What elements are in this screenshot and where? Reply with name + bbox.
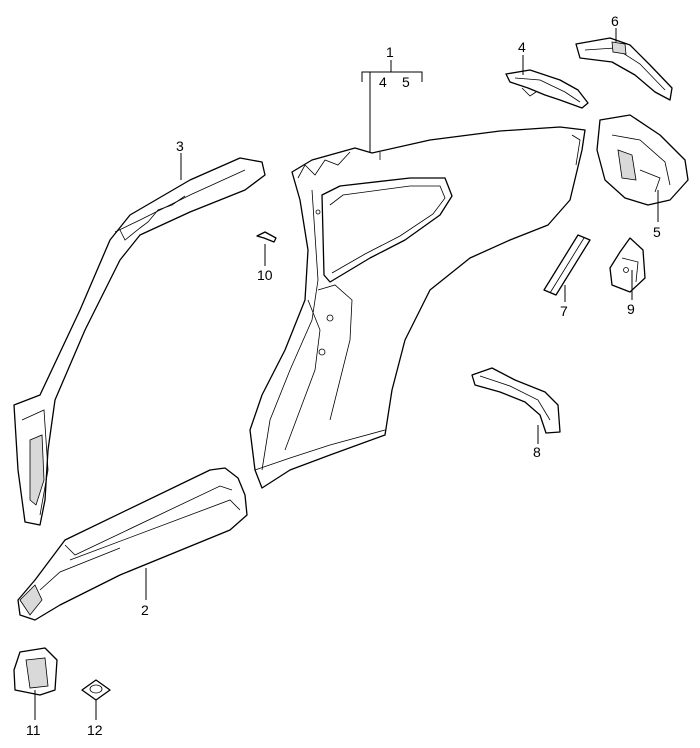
part-9-small-bracket	[609, 237, 646, 293]
callout-4: 4	[518, 39, 526, 55]
callout-labels: 1 4 5 2 3 4 5 6 7 8 9 10 11 12	[26, 13, 661, 738]
part-6-upper-rail	[575, 37, 673, 101]
part-11-cover-plate	[13, 647, 58, 696]
part-12-nut	[81, 679, 111, 701]
callout-9: 9	[627, 301, 635, 317]
part-3-a-pillar	[13, 157, 266, 526]
callout-11: 11	[26, 722, 41, 738]
callout-1: 1	[386, 44, 394, 60]
callout-3: 3	[176, 138, 184, 154]
part-10-clip	[256, 231, 277, 243]
callout-8: 8	[533, 444, 541, 460]
part-8-wheelarch	[471, 367, 561, 434]
part-7-seal-strip	[543, 234, 591, 296]
callout-12: 12	[87, 722, 103, 738]
callout-2: 2	[141, 602, 149, 618]
callout-1-sub-5: 5	[402, 74, 410, 90]
callout-10: 10	[257, 267, 273, 283]
callout-7: 7	[560, 303, 568, 319]
callout-1-sub-4: 4	[379, 74, 387, 90]
part-4-bracket	[505, 69, 589, 109]
part-2-rocker-panel	[17, 467, 248, 621]
part-5-rear-inner-panel	[596, 114, 689, 206]
leader-lines	[34, 28, 659, 720]
callout-5: 5	[653, 224, 661, 240]
part-1-side-panel	[249, 126, 586, 489]
callout-6: 6	[611, 13, 619, 29]
